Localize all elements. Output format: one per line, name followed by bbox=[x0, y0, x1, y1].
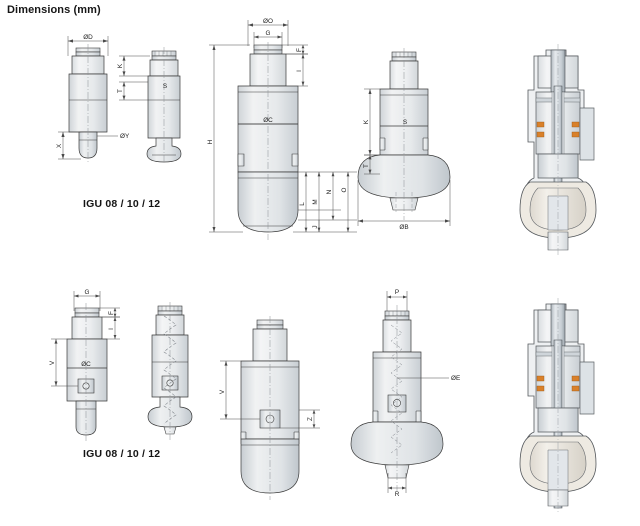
part-notch-left bbox=[372, 410, 379, 423]
label-p: P bbox=[395, 289, 399, 296]
dimension-h bbox=[209, 44, 250, 233]
label-c-outer: ØC bbox=[263, 117, 273, 124]
part-side-boss bbox=[579, 361, 595, 415]
dimension-o-outer bbox=[247, 20, 289, 46]
part-neck bbox=[71, 316, 103, 340]
dimension-z bbox=[280, 409, 320, 429]
label-e-outer: ØE bbox=[451, 375, 460, 382]
label-g: G bbox=[266, 30, 271, 37]
dimension-v bbox=[220, 360, 260, 420]
dimension-i bbox=[286, 53, 308, 87]
dimension-x bbox=[58, 131, 81, 160]
part-side-boss bbox=[579, 107, 595, 161]
label-h: H bbox=[207, 139, 214, 144]
part-notch-left bbox=[379, 137, 386, 151]
caption-bottom-group: IGU 08 / 10 / 12 bbox=[83, 448, 161, 460]
dimension-d-outer bbox=[67, 36, 109, 56]
drawing-igu-front-small-2: G F I V ØC bbox=[48, 285, 173, 455]
part-main-body bbox=[68, 73, 108, 133]
label-g: G bbox=[85, 289, 90, 296]
dimension-n bbox=[331, 172, 335, 220]
drawing-valve-section-top bbox=[508, 36, 628, 261]
label-f: F bbox=[108, 311, 115, 315]
dimension-g bbox=[73, 291, 101, 311]
drawing-igu-side-small-2 bbox=[140, 298, 210, 458]
label-s: S bbox=[403, 119, 407, 126]
dimension-t bbox=[364, 154, 380, 175]
dimension-l bbox=[304, 172, 308, 232]
part-bottom-cap bbox=[547, 489, 569, 507]
dimension-v bbox=[51, 338, 78, 387]
dimension-extension-lines bbox=[293, 171, 357, 233]
page-title: Dimensions (mm) bbox=[7, 4, 101, 16]
label-s: S bbox=[163, 83, 167, 90]
label-d-outer: ØD bbox=[83, 34, 93, 41]
drawing-valve-body-with-seat-2: P ØE R bbox=[345, 283, 495, 513]
dimension-r bbox=[387, 473, 407, 493]
part-notch-right bbox=[415, 410, 422, 423]
drawing-valve-body-elevation: ØO G ØC H F bbox=[205, 14, 365, 264]
dimension-b-outer bbox=[357, 180, 451, 226]
part-barrel bbox=[66, 338, 108, 402]
label-t: T bbox=[117, 89, 124, 93]
thread-hatch bbox=[154, 51, 172, 56]
seal-copper-right-1 bbox=[571, 375, 580, 382]
label-k: K bbox=[363, 119, 370, 124]
drawing-valve-body-with-seat: K T S ØB bbox=[352, 30, 502, 260]
part-top-collar-2 bbox=[74, 312, 100, 318]
label-x: X bbox=[56, 143, 63, 148]
thread-hatch bbox=[388, 311, 406, 316]
label-l: L bbox=[299, 202, 306, 206]
label-r: R bbox=[395, 491, 400, 498]
seal-copper-right-2 bbox=[571, 131, 580, 138]
label-t: T bbox=[363, 164, 370, 168]
label-j: J bbox=[312, 225, 319, 228]
label-o: O bbox=[341, 187, 348, 192]
part-notch-left bbox=[237, 153, 245, 167]
hidden-spring bbox=[390, 324, 403, 454]
label-z: Z bbox=[307, 417, 314, 421]
hidden-spring bbox=[163, 315, 177, 425]
label-c-outer: ØC bbox=[81, 361, 91, 368]
seal-copper-right-2 bbox=[571, 385, 580, 392]
label-m: M bbox=[312, 199, 319, 204]
label-k: K bbox=[117, 63, 124, 68]
drawing-igu-side-small: K T S bbox=[112, 45, 222, 205]
dimension-k bbox=[119, 55, 150, 77]
part-top-collar bbox=[74, 307, 100, 314]
label-o-outer: ØO bbox=[263, 18, 273, 25]
dimension-t bbox=[119, 81, 150, 101]
seal-copper-left-2 bbox=[536, 385, 545, 392]
part-notch-right bbox=[422, 137, 429, 151]
seal-copper-left-1 bbox=[536, 121, 545, 128]
dimension-o bbox=[346, 172, 350, 232]
label-i: I bbox=[296, 70, 303, 72]
label-y-outer: ØY bbox=[120, 133, 130, 140]
part-notch-right bbox=[291, 153, 299, 167]
label-f: F bbox=[296, 48, 303, 52]
seal-copper-left-2 bbox=[536, 131, 545, 138]
caption-top-group: IGU 08 / 10 / 12 bbox=[83, 198, 161, 210]
drawing-igu-front-small: ØD X ØY bbox=[50, 28, 170, 203]
label-b-outer: ØB bbox=[399, 224, 408, 231]
label-i: I bbox=[108, 328, 115, 330]
dimension-f bbox=[282, 44, 308, 55]
drawing-valve-body-elevation-2: V Z bbox=[208, 292, 338, 507]
part-bottom-boss bbox=[163, 426, 177, 435]
seal-copper-left-1 bbox=[536, 375, 545, 382]
seal-copper-right-1 bbox=[571, 121, 580, 128]
dimension-i bbox=[102, 316, 120, 340]
label-n: N bbox=[326, 189, 333, 194]
label-v: V bbox=[219, 389, 226, 394]
label-v: V bbox=[49, 360, 56, 365]
drawing-valve-section-bottom bbox=[508, 290, 628, 515]
